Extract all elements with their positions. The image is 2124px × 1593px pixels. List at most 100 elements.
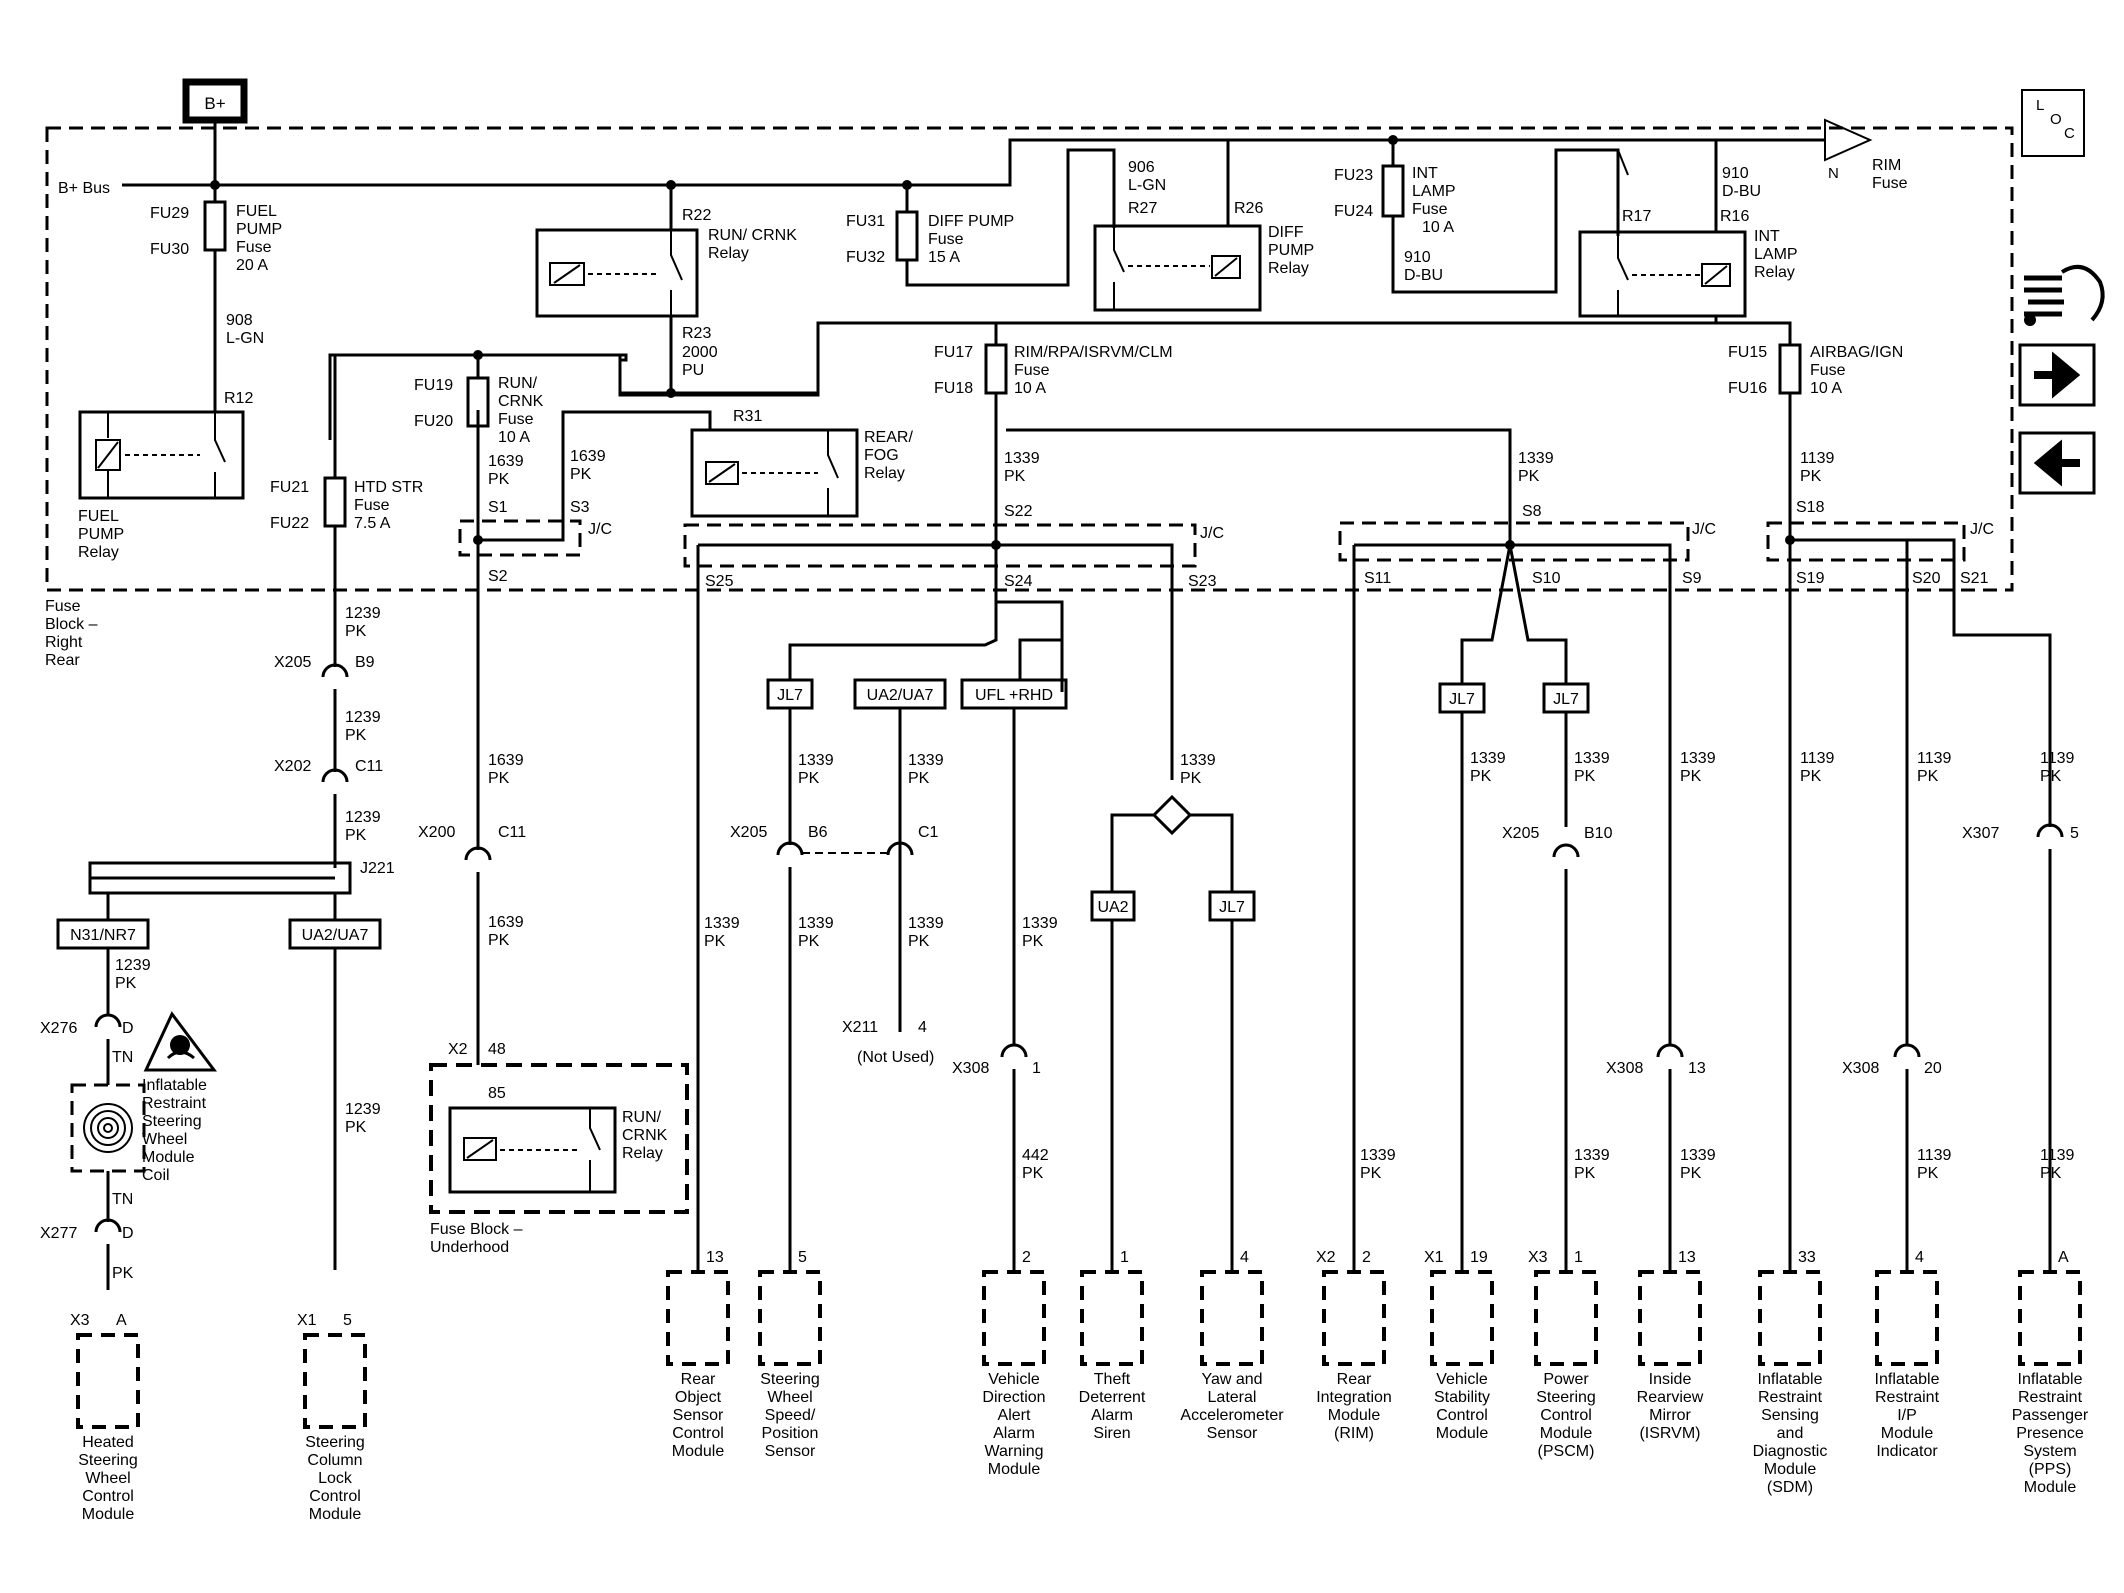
connector-label: X211 <box>842 1019 878 1036</box>
fuse-label: Fuse <box>354 497 390 514</box>
fuse-label: 10 A <box>1810 380 1842 397</box>
relay-label: REAR/ <box>864 429 913 446</box>
splice-label: S19 <box>1796 570 1825 587</box>
module-box <box>1322 1270 1386 1366</box>
fuse-block-label: Underhood <box>430 1239 509 1256</box>
relay-label: PUMP <box>1268 242 1314 259</box>
module-pin: A <box>2058 1249 2069 1266</box>
wire-label: 1239 <box>345 809 381 826</box>
connector-x308-1 <box>1000 1043 1028 1272</box>
module-label: Inflatable <box>2018 1371 2083 1388</box>
loc-icon[interactable]: L O C <box>2021 89 2085 157</box>
module-label: Module <box>1328 1407 1381 1424</box>
module-label: Theft <box>1094 1371 1131 1388</box>
wire-label: 1339 <box>1022 915 1058 932</box>
junction-connector-left <box>458 519 582 557</box>
wire-label: PK <box>345 827 367 844</box>
fuse-id: FU18 <box>934 380 973 397</box>
wire-label: PK <box>1800 468 1822 485</box>
fuse-id: FU31 <box>846 213 885 230</box>
fuse-label: Fuse <box>928 231 964 248</box>
connector-x277 <box>94 1218 122 1290</box>
module-box <box>666 1270 730 1366</box>
module-label: Module <box>1764 1461 1817 1478</box>
module-pin: 4 <box>1915 1249 1924 1266</box>
splice-label: S23 <box>1188 573 1217 590</box>
module-label: Diagnostic <box>1753 1443 1828 1460</box>
module-label: Warning <box>985 1443 1044 1460</box>
wire-label: 1639 <box>570 448 606 465</box>
bus-wiring <box>122 118 1873 202</box>
rim-rpa-fuse <box>984 323 1512 545</box>
fuse-id: FU17 <box>934 344 973 361</box>
connector-label: X202 <box>274 758 311 775</box>
option-ua2-ua7-center: UA2/UA7 <box>853 678 947 710</box>
connector-icon[interactable] <box>2024 264 2105 326</box>
jc-label: J/C <box>1692 521 1716 538</box>
module-label: Rearview <box>1637 1389 1704 1406</box>
fuse-label: 10 A <box>498 429 530 446</box>
diff-pump-fuse <box>895 148 1114 287</box>
wire-label: 2000 <box>682 344 718 361</box>
wire-label: TN <box>112 1049 133 1066</box>
relay-pin: 85 <box>488 1085 506 1102</box>
module-label: Vehicle <box>988 1371 1040 1388</box>
fuse-id: FU24 <box>1334 203 1373 220</box>
fuse-id: FU32 <box>846 249 885 266</box>
module-label: Sensor <box>1207 1425 1258 1442</box>
module-label: Sensor <box>673 1407 724 1424</box>
relay-label: Relay <box>622 1145 663 1162</box>
wire-label: PK <box>704 933 726 950</box>
module-label: (RIM) <box>1334 1425 1374 1442</box>
steering-wheel-coil <box>70 1083 146 1173</box>
wire-label: 1339 <box>908 915 944 932</box>
module-box <box>758 1270 822 1366</box>
wire-label: PK <box>345 1119 367 1136</box>
rim-fuse-line1: RIM <box>1872 157 1901 174</box>
module-label: Steering <box>305 1434 365 1451</box>
wire-label: PK <box>1917 1165 1939 1182</box>
connector-label: X308 <box>1606 1060 1643 1077</box>
wire-label: 1239 <box>345 1101 381 1118</box>
jc-right-bus <box>1785 535 2052 1272</box>
relay-id: R27 <box>1128 200 1157 217</box>
connector-label: B9 <box>355 654 375 671</box>
arrow-right-icon[interactable] <box>2018 343 2096 407</box>
option-jl7-b: JL7 <box>1438 682 1486 714</box>
relay-id: R26 <box>1234 200 1263 217</box>
relay-id: R17 <box>1622 208 1651 225</box>
module-label: Restraint <box>2018 1389 2083 1406</box>
fuel-pump-fuse <box>203 200 227 252</box>
wire-label: PK <box>1574 768 1596 785</box>
module-label: Rear <box>1337 1371 1372 1388</box>
module-label: Module <box>2024 1479 2077 1496</box>
module-label: Lock <box>318 1470 353 1487</box>
connector-label: X2 <box>448 1041 468 1058</box>
module-label: Wheel <box>767 1389 812 1406</box>
connector-x308-13 <box>1656 1043 1684 1272</box>
module-box <box>982 1270 1046 1366</box>
module-pin: 5 <box>343 1312 352 1329</box>
relay-id: R23 <box>682 325 711 342</box>
connector-x200 <box>464 846 492 1065</box>
module-pin: 5 <box>798 1249 807 1266</box>
connector-label: X276 <box>40 1020 77 1037</box>
module-label: Module <box>1436 1425 1489 1442</box>
junction-connector-center <box>683 523 1197 568</box>
wire-label: 1339 <box>1180 752 1216 769</box>
wire-label: PK <box>488 471 510 488</box>
coil-label: Coil <box>142 1167 170 1184</box>
splice-label: J221 <box>360 860 395 877</box>
connector-x205-b10 <box>1552 843 1580 1272</box>
option-jl7-d: JL7 <box>1208 890 1256 922</box>
wire-label: 1339 <box>798 915 834 932</box>
splice-label: S2 <box>488 568 508 585</box>
wire-label: 442 <box>1022 1147 1049 1164</box>
wire-label: PK <box>908 933 930 950</box>
htd-str-wiring <box>323 353 622 667</box>
module-label: (ISRVM) <box>1639 1425 1700 1442</box>
arrow-left-icon[interactable] <box>2018 431 2096 495</box>
module-label: Steering <box>1536 1389 1596 1406</box>
